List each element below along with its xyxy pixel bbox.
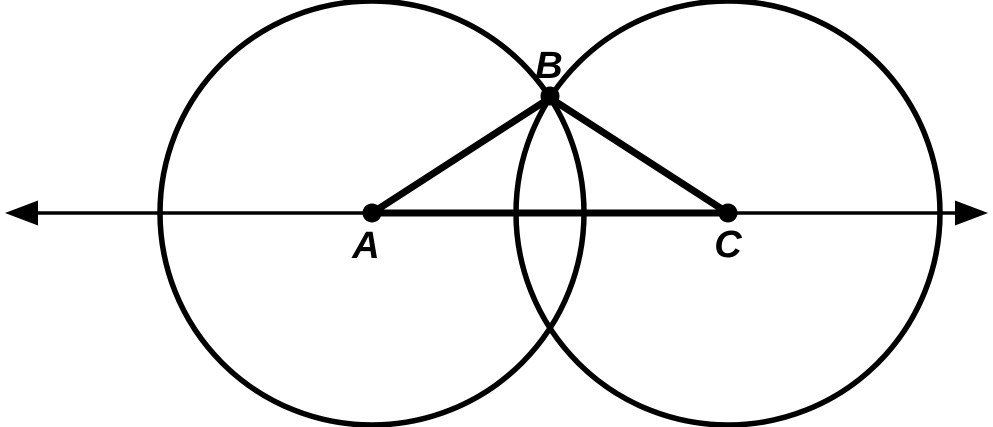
right-arrowhead-icon — [955, 200, 988, 226]
point-dot-A — [362, 203, 382, 223]
point-dot-C — [718, 203, 738, 223]
left-arrowhead-icon — [5, 200, 38, 226]
segment-AB — [368, 94, 554, 217]
point-dot-B — [540, 86, 560, 106]
point-label-B: B — [535, 45, 562, 87]
point-label-A: A — [351, 225, 379, 267]
segment-BC — [546, 94, 732, 217]
point-label-C: C — [714, 224, 742, 266]
